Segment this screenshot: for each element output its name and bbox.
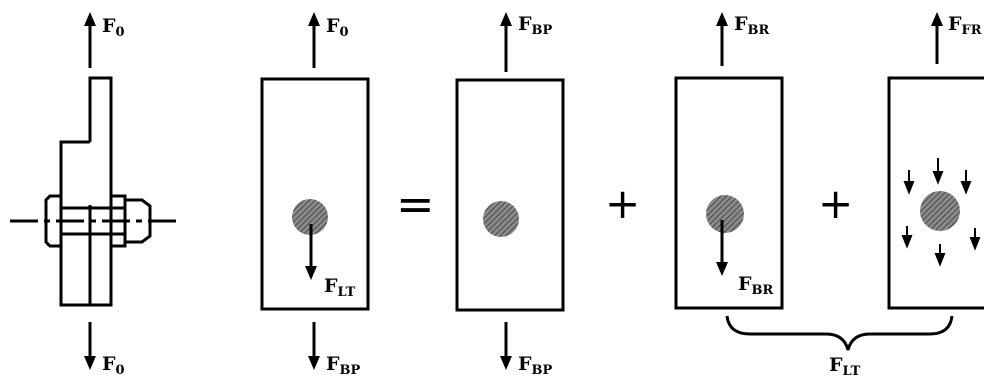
- label-fig1-load: FLT: [324, 275, 356, 300]
- plate-total-load: F0 FLT FBP: [260, 12, 370, 378]
- label-fig3-top: FBR: [734, 13, 769, 38]
- label-fig0-top: F0: [102, 15, 125, 40]
- arrowhead-fig3-load: [716, 262, 728, 276]
- plate-bearing-load: FBR FBR: [674, 12, 784, 310]
- arrowhead-fig1-bottom: [308, 356, 320, 370]
- arrowhead-fig3-top: [716, 12, 728, 26]
- arrowhead-fig2-bottom: [500, 356, 512, 370]
- plate-distributed-load: FFR: [887, 12, 984, 310]
- plate-fig1: [260, 77, 370, 311]
- arrowhead-fig4-top: [931, 12, 943, 26]
- label-fig1-bottom: FBP: [326, 353, 360, 378]
- distributed-load-arrows: [901, 158, 981, 267]
- arrowhead-fig0-bottom: [84, 356, 96, 370]
- plus-sign-2: +: [818, 179, 853, 228]
- plate-bypass-load: FBP FBP: [455, 12, 565, 378]
- label-brace: FLT: [829, 354, 861, 379]
- label-fig2-bottom: FBP: [518, 353, 552, 378]
- plate-fig2: [455, 78, 565, 312]
- brace: [725, 315, 954, 351]
- arrowhead-fig1-load: [305, 266, 317, 280]
- plus-sign-1: +: [605, 179, 640, 228]
- arrowhead-fig1-top: [308, 12, 320, 26]
- label-fig4-top: FFR: [948, 13, 982, 38]
- equals-sign: =: [396, 177, 435, 231]
- label-fig2-top: FBP: [518, 13, 552, 38]
- hole-fig1: [292, 199, 328, 235]
- plate-fig3: [674, 76, 784, 310]
- arrowhead-fig0-top: [84, 12, 96, 26]
- bolted-joint-side-view: F0 F0: [10, 12, 182, 378]
- hole-fig4: [920, 191, 960, 231]
- label-fig0-bottom: F0: [102, 353, 125, 378]
- hole-fig3: [706, 195, 744, 233]
- hole-fig2: [483, 201, 519, 237]
- label-fig1-top: F0: [326, 15, 349, 40]
- label-fig3-load: FBR: [738, 273, 773, 298]
- plate-fig4: [887, 76, 984, 310]
- arrowhead-fig2-top: [500, 12, 512, 26]
- plates-and-bolt: [44, 76, 152, 307]
